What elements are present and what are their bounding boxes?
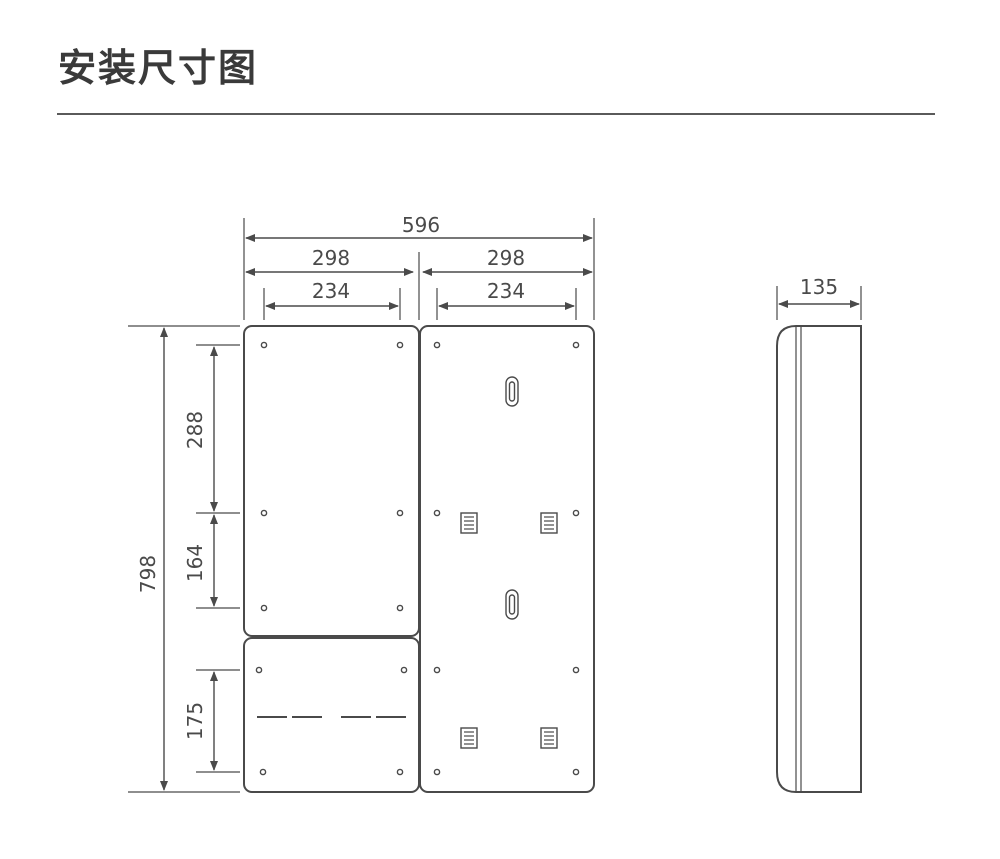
horizontal-dimensions: 596 298 298 234 234 [243, 213, 595, 320]
dim-label-total-height: 798 [136, 555, 160, 593]
left-upper-panel [243, 325, 420, 637]
dim-label-left-holes: 234 [312, 279, 350, 303]
left-lower-panel [243, 637, 420, 793]
mounting-hole [572, 509, 580, 517]
cable-slot [505, 376, 519, 407]
mounting-hole [259, 768, 267, 776]
front-view [243, 325, 595, 793]
knockout-square [460, 727, 478, 749]
title-divider [57, 113, 935, 115]
mounting-hole [260, 341, 268, 349]
knockout-square [460, 512, 478, 534]
mounting-hole [433, 341, 441, 349]
dim-label-right-width: 298 [487, 246, 525, 270]
mounting-hole [433, 666, 441, 674]
knockout-square [540, 727, 558, 749]
mounting-hole [260, 509, 268, 517]
mounting-hole [572, 341, 580, 349]
side-view-outline [776, 325, 862, 793]
cable-slot [505, 589, 519, 620]
mounting-hole [260, 604, 268, 612]
dim-label-upper-holes: 288 [183, 411, 207, 449]
knockout-square [540, 512, 558, 534]
page-title: 安装尺寸图 [58, 46, 259, 90]
mounting-hole [572, 768, 580, 776]
right-panel [419, 325, 595, 793]
side-view: 135 [776, 275, 862, 793]
dim-label-left-width: 298 [312, 246, 350, 270]
mounting-hole [400, 666, 408, 674]
mounting-hole [433, 768, 441, 776]
mounting-hole [396, 604, 404, 612]
dim-label-lower-holes: 175 [183, 702, 207, 740]
dim-label-total-width: 596 [402, 213, 440, 237]
mounting-hole [433, 509, 441, 517]
mounting-hole [396, 509, 404, 517]
vertical-dimensions: 798 288 164 175 [128, 325, 240, 793]
mounting-hole [396, 768, 404, 776]
mounting-hole [255, 666, 263, 674]
dim-label-depth: 135 [800, 275, 838, 299]
mounting-hole [572, 666, 580, 674]
dim-label-middle-holes: 164 [183, 544, 207, 582]
mounting-hole [396, 341, 404, 349]
dim-label-right-holes: 234 [487, 279, 525, 303]
